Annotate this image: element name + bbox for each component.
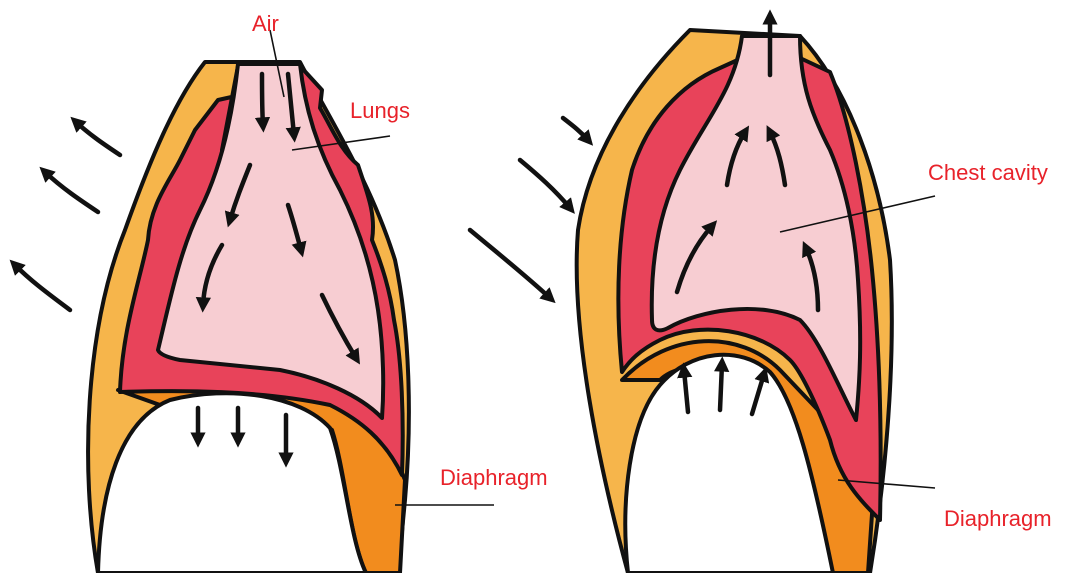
left-expand-arrow-2 [45, 172, 98, 212]
right-contract-arrow-2 [520, 160, 570, 208]
left-air-arrow-1 [262, 74, 263, 125]
diaphragm-left-label: Diaphragm [440, 465, 548, 490]
left-expand-arrow-3 [15, 265, 70, 310]
left-expand-arrow-1 [76, 122, 120, 155]
chest-cavity-label: Chest cavity [928, 160, 1048, 185]
right-up-arrow-2 [720, 364, 722, 410]
inhalation-panel [15, 30, 494, 573]
right-contract-arrow-1 [563, 118, 588, 140]
lungs-label: Lungs [350, 98, 410, 123]
right-contract-arrow-3 [470, 230, 550, 298]
air-label: Air [252, 11, 279, 36]
diaphragm-right-label: Diaphragm [944, 506, 1052, 531]
